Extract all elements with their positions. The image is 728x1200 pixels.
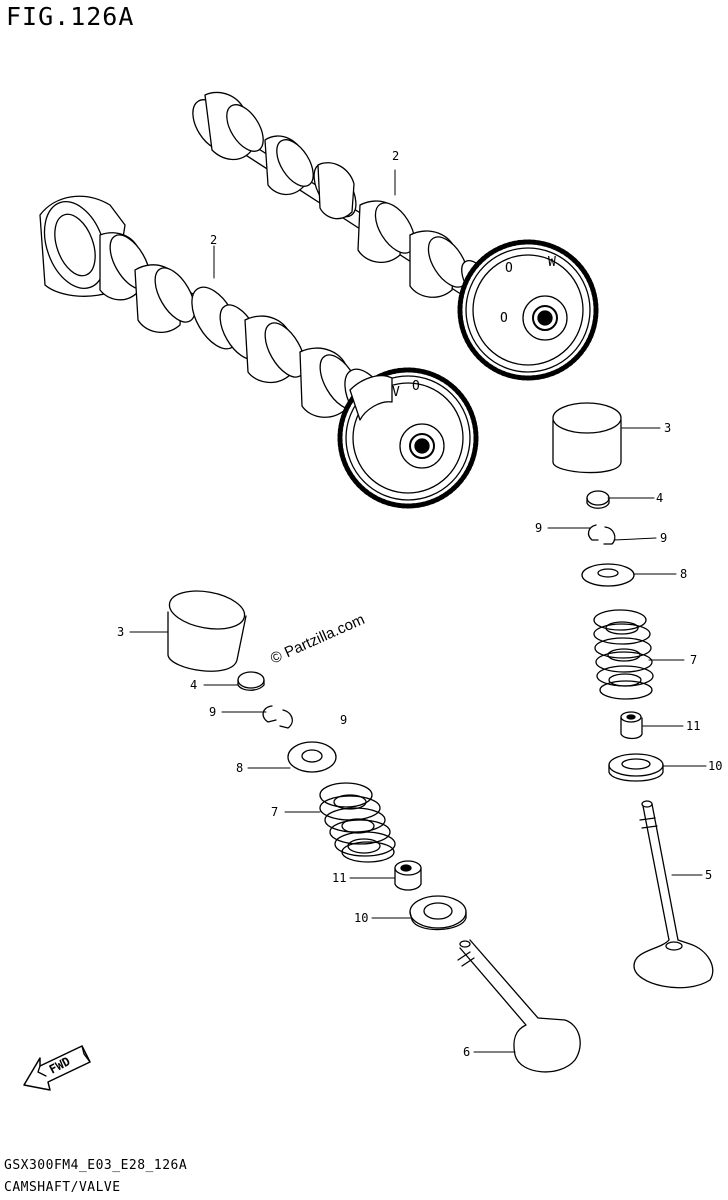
spring-left[interactable] xyxy=(319,782,396,863)
callout-seat-right: 10 xyxy=(708,759,723,773)
model-code: GSX300FM4_E03_E28_126A xyxy=(4,1158,188,1173)
shim-right[interactable] xyxy=(586,490,610,509)
cotter-left[interactable] xyxy=(262,705,293,729)
callout-cam-upper: 2 xyxy=(392,149,400,163)
callout-spring-right: 7 xyxy=(690,653,698,667)
seal-right[interactable] xyxy=(620,711,643,740)
retainer-right[interactable] xyxy=(581,563,635,587)
camshaft-upper[interactable] xyxy=(185,91,599,381)
callout-shim-right: 4 xyxy=(656,491,664,505)
callout-tappet-left: 3 xyxy=(117,625,125,639)
callout-shim-left: 4 xyxy=(190,678,198,692)
gear-mark-lower-1: V xyxy=(392,385,400,400)
callout-cotter-left-b: 9 xyxy=(340,713,348,727)
cotter-right[interactable] xyxy=(587,524,616,545)
figure-title: FIG.126A xyxy=(6,2,135,31)
gear-mark-upper-3: O xyxy=(500,311,508,326)
tappet-right[interactable] xyxy=(552,402,622,474)
spring-right[interactable] xyxy=(593,609,654,700)
seat-right[interactable] xyxy=(608,753,664,782)
callout-retainer-right: 8 xyxy=(680,567,688,581)
fwd-arrow-icon xyxy=(23,1045,91,1091)
figure-caption: CAMSHAFT/VALVE xyxy=(4,1180,121,1195)
valve-right[interactable] xyxy=(633,800,714,989)
callout-cotter-right-b: 9 xyxy=(660,531,668,545)
callout-tappet-right: 3 xyxy=(664,421,672,435)
camshaft-lower[interactable] xyxy=(33,193,479,509)
callout-cam-lower: 2 xyxy=(210,233,218,247)
tappet-left[interactable] xyxy=(166,586,247,672)
callout-valve-right: 5 xyxy=(705,868,713,882)
callout-spring-left: 7 xyxy=(271,805,279,819)
seal-left[interactable] xyxy=(394,860,422,891)
seat-left[interactable] xyxy=(409,895,467,931)
leader-lines xyxy=(129,169,707,1053)
callout-seal-right: 11 xyxy=(686,719,701,733)
callout-cotter-right-a: 9 xyxy=(535,521,543,535)
valve-left[interactable] xyxy=(457,939,581,1073)
callout-seal-left: 11 xyxy=(332,871,347,885)
callout-cotter-left-a: 9 xyxy=(209,705,217,719)
retainer-left[interactable] xyxy=(287,741,337,773)
gear-mark-lower-2: O xyxy=(412,379,420,394)
shim-left[interactable] xyxy=(237,671,265,691)
callout-seat-left: 10 xyxy=(354,911,369,925)
callout-retainer-left: 8 xyxy=(236,761,244,775)
callout-valve-left: 6 xyxy=(463,1045,471,1059)
gear-mark-upper-1: O xyxy=(505,261,513,276)
gear-mark-upper-2: W xyxy=(548,255,556,270)
